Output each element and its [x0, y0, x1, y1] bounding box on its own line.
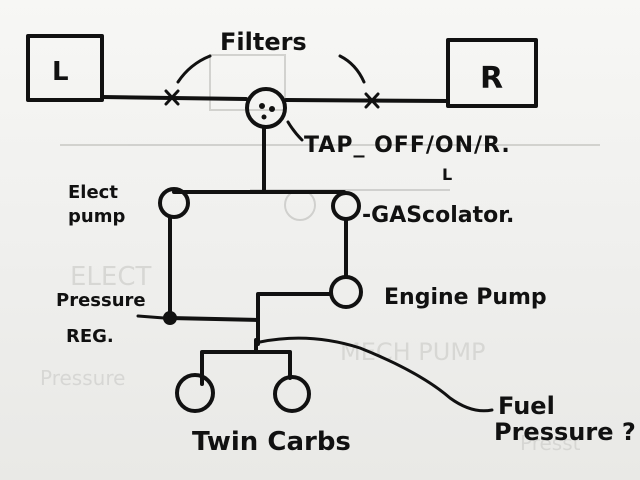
tap-pointer [286, 120, 304, 142]
fuel-pressure-label-2: Pressure ? [494, 418, 636, 446]
left-tank-label: L [52, 57, 69, 87]
elect-pump-label-1: Elect [68, 182, 118, 203]
tap-label: TAP_ OFF/ON/R. [304, 133, 511, 158]
twin-carbs-label: Twin Carbs [192, 427, 351, 457]
filters-pointer-left [176, 54, 212, 84]
left-tank: L [26, 34, 104, 102]
carb-left [175, 373, 215, 413]
bleed-through: ELECT MECH PUMP Pressure Presst [40, 54, 600, 455]
filter-right [364, 92, 380, 109]
regulator-to-junction [168, 316, 260, 322]
right-tank-label: R [480, 61, 503, 96]
gascolator-label: -GAScolator. [362, 203, 514, 228]
engine-pump [329, 275, 363, 309]
svg-text:Presst: Presst [520, 431, 581, 455]
pressure-reg-label-2: REG. [66, 326, 114, 347]
filter-left [164, 89, 180, 106]
right-tank: R [446, 38, 538, 108]
pressure-reg-label-1: Pressure [56, 290, 146, 311]
svg-text:Pressure: Pressure [40, 366, 125, 390]
elect-pump-label-2: pump [68, 206, 125, 227]
tap-sub-label: L [442, 165, 452, 184]
fuel-tap-valve [245, 87, 287, 129]
fuel-pressure-label-1: Fuel [498, 392, 555, 420]
regulator-pointer [136, 314, 166, 320]
electric-pump [158, 187, 190, 219]
engine-pump-label: Engine Pump [384, 285, 547, 310]
engine-pump-outlet [256, 292, 333, 346]
svg-text:ELECT: ELECT [70, 262, 151, 292]
filters-pointer-right [338, 54, 366, 84]
gascolator [331, 191, 361, 221]
svg-text:MECH PUMP: MECH PUMP [340, 338, 486, 366]
filters-label: Filters [220, 28, 307, 56]
fuel-pressure-line [258, 336, 494, 413]
carb-right [273, 375, 311, 413]
main-fuel-line-right [284, 98, 450, 103]
carb-manifold [200, 350, 292, 386]
